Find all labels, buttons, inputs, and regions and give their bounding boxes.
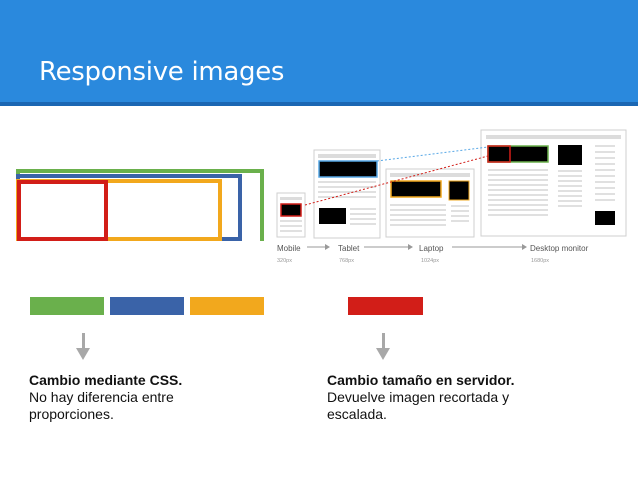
header-underline	[0, 102, 638, 106]
red-frame	[17, 180, 108, 241]
laptop-device	[385, 168, 475, 238]
slide-title: Responsive images	[39, 57, 285, 87]
tablet-device	[313, 149, 381, 239]
flow-arrows	[307, 244, 527, 250]
right-caption: Cambio tamaño en servidor. Devuelve imag…	[327, 372, 567, 423]
tablet-size: 768px	[339, 258, 354, 264]
left-caption-line2: proporciones.	[29, 406, 114, 422]
mobile-label: Mobile	[277, 244, 301, 253]
right-arrow-icon	[376, 348, 390, 360]
blue-swatch	[110, 297, 184, 315]
left-caption-heading: Cambio mediante CSS.	[29, 372, 183, 388]
left-caption: Cambio mediante CSS. No hay diferencia e…	[29, 372, 269, 423]
desktop-size: 1680px	[531, 258, 549, 264]
right-caption-line2: escalada.	[327, 406, 387, 422]
right-arrow-shaft	[382, 333, 385, 349]
right-caption-line1: Devuelve imagen recortada y	[327, 389, 510, 405]
yellow-frame-bottom	[108, 237, 222, 241]
desktop-label: Desktop monitor	[530, 244, 589, 253]
mobile-device	[276, 192, 306, 238]
blue-frame-bottom	[222, 237, 242, 241]
left-arrow-shaft	[82, 333, 85, 349]
tablet-label: Tablet	[338, 244, 360, 253]
right-caption-heading: Cambio tamaño en servidor.	[327, 372, 515, 388]
slide-header	[0, 0, 638, 102]
red-swatch	[348, 297, 423, 315]
device-diagram: Mobile 320px Tablet 768px Laptop 1024px …	[276, 129, 627, 264]
laptop-size: 1024px	[421, 258, 439, 264]
green-swatch	[30, 297, 104, 315]
yellow-swatch	[190, 297, 264, 315]
left-caption-line1: No hay diferencia entre	[29, 389, 174, 405]
laptop-label: Laptop	[419, 244, 444, 253]
left-arrow-icon	[76, 348, 90, 360]
desktop-device	[480, 129, 627, 237]
mobile-size: 320px	[277, 258, 292, 264]
